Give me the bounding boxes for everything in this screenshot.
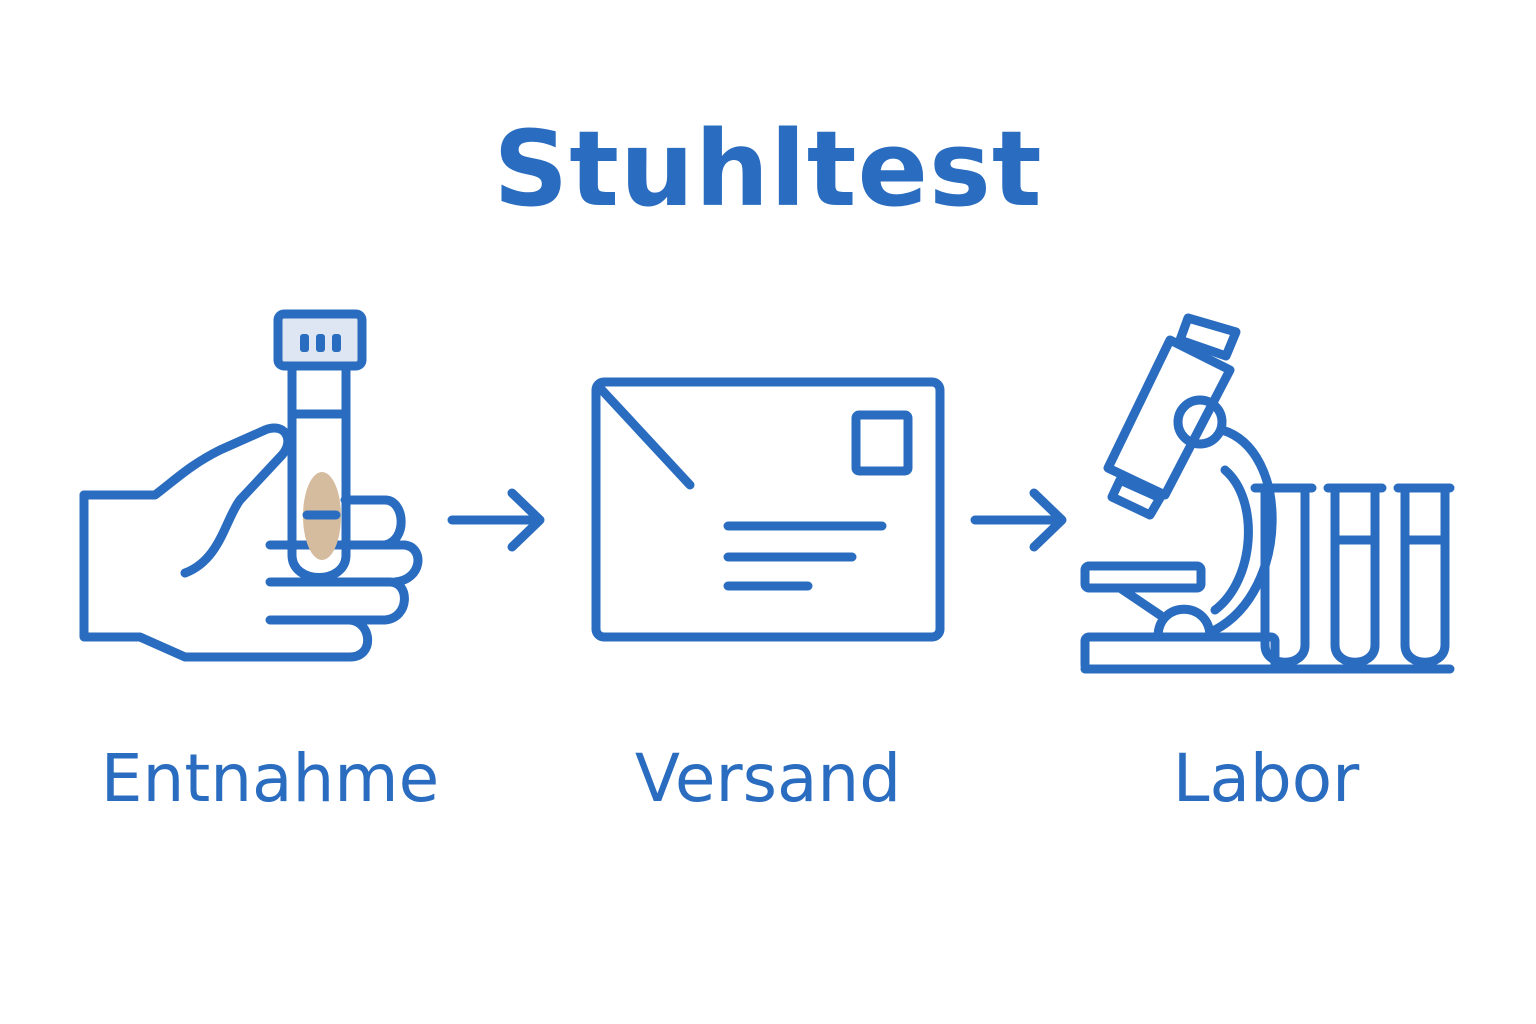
- arrow-right-icon: [447, 488, 545, 552]
- step-label-entnahme: Entnahme: [100, 740, 440, 817]
- step-label-labor: Labor: [1172, 740, 1360, 817]
- hand-holding-tube-icon: [79, 309, 423, 662]
- diagram-title: Stuhltest: [493, 108, 1043, 230]
- arrow-right-icon: [970, 488, 1067, 552]
- microscope-icon: [1080, 313, 1455, 674]
- step-label-versand: Versand: [634, 740, 902, 817]
- envelope-icon: [591, 377, 945, 642]
